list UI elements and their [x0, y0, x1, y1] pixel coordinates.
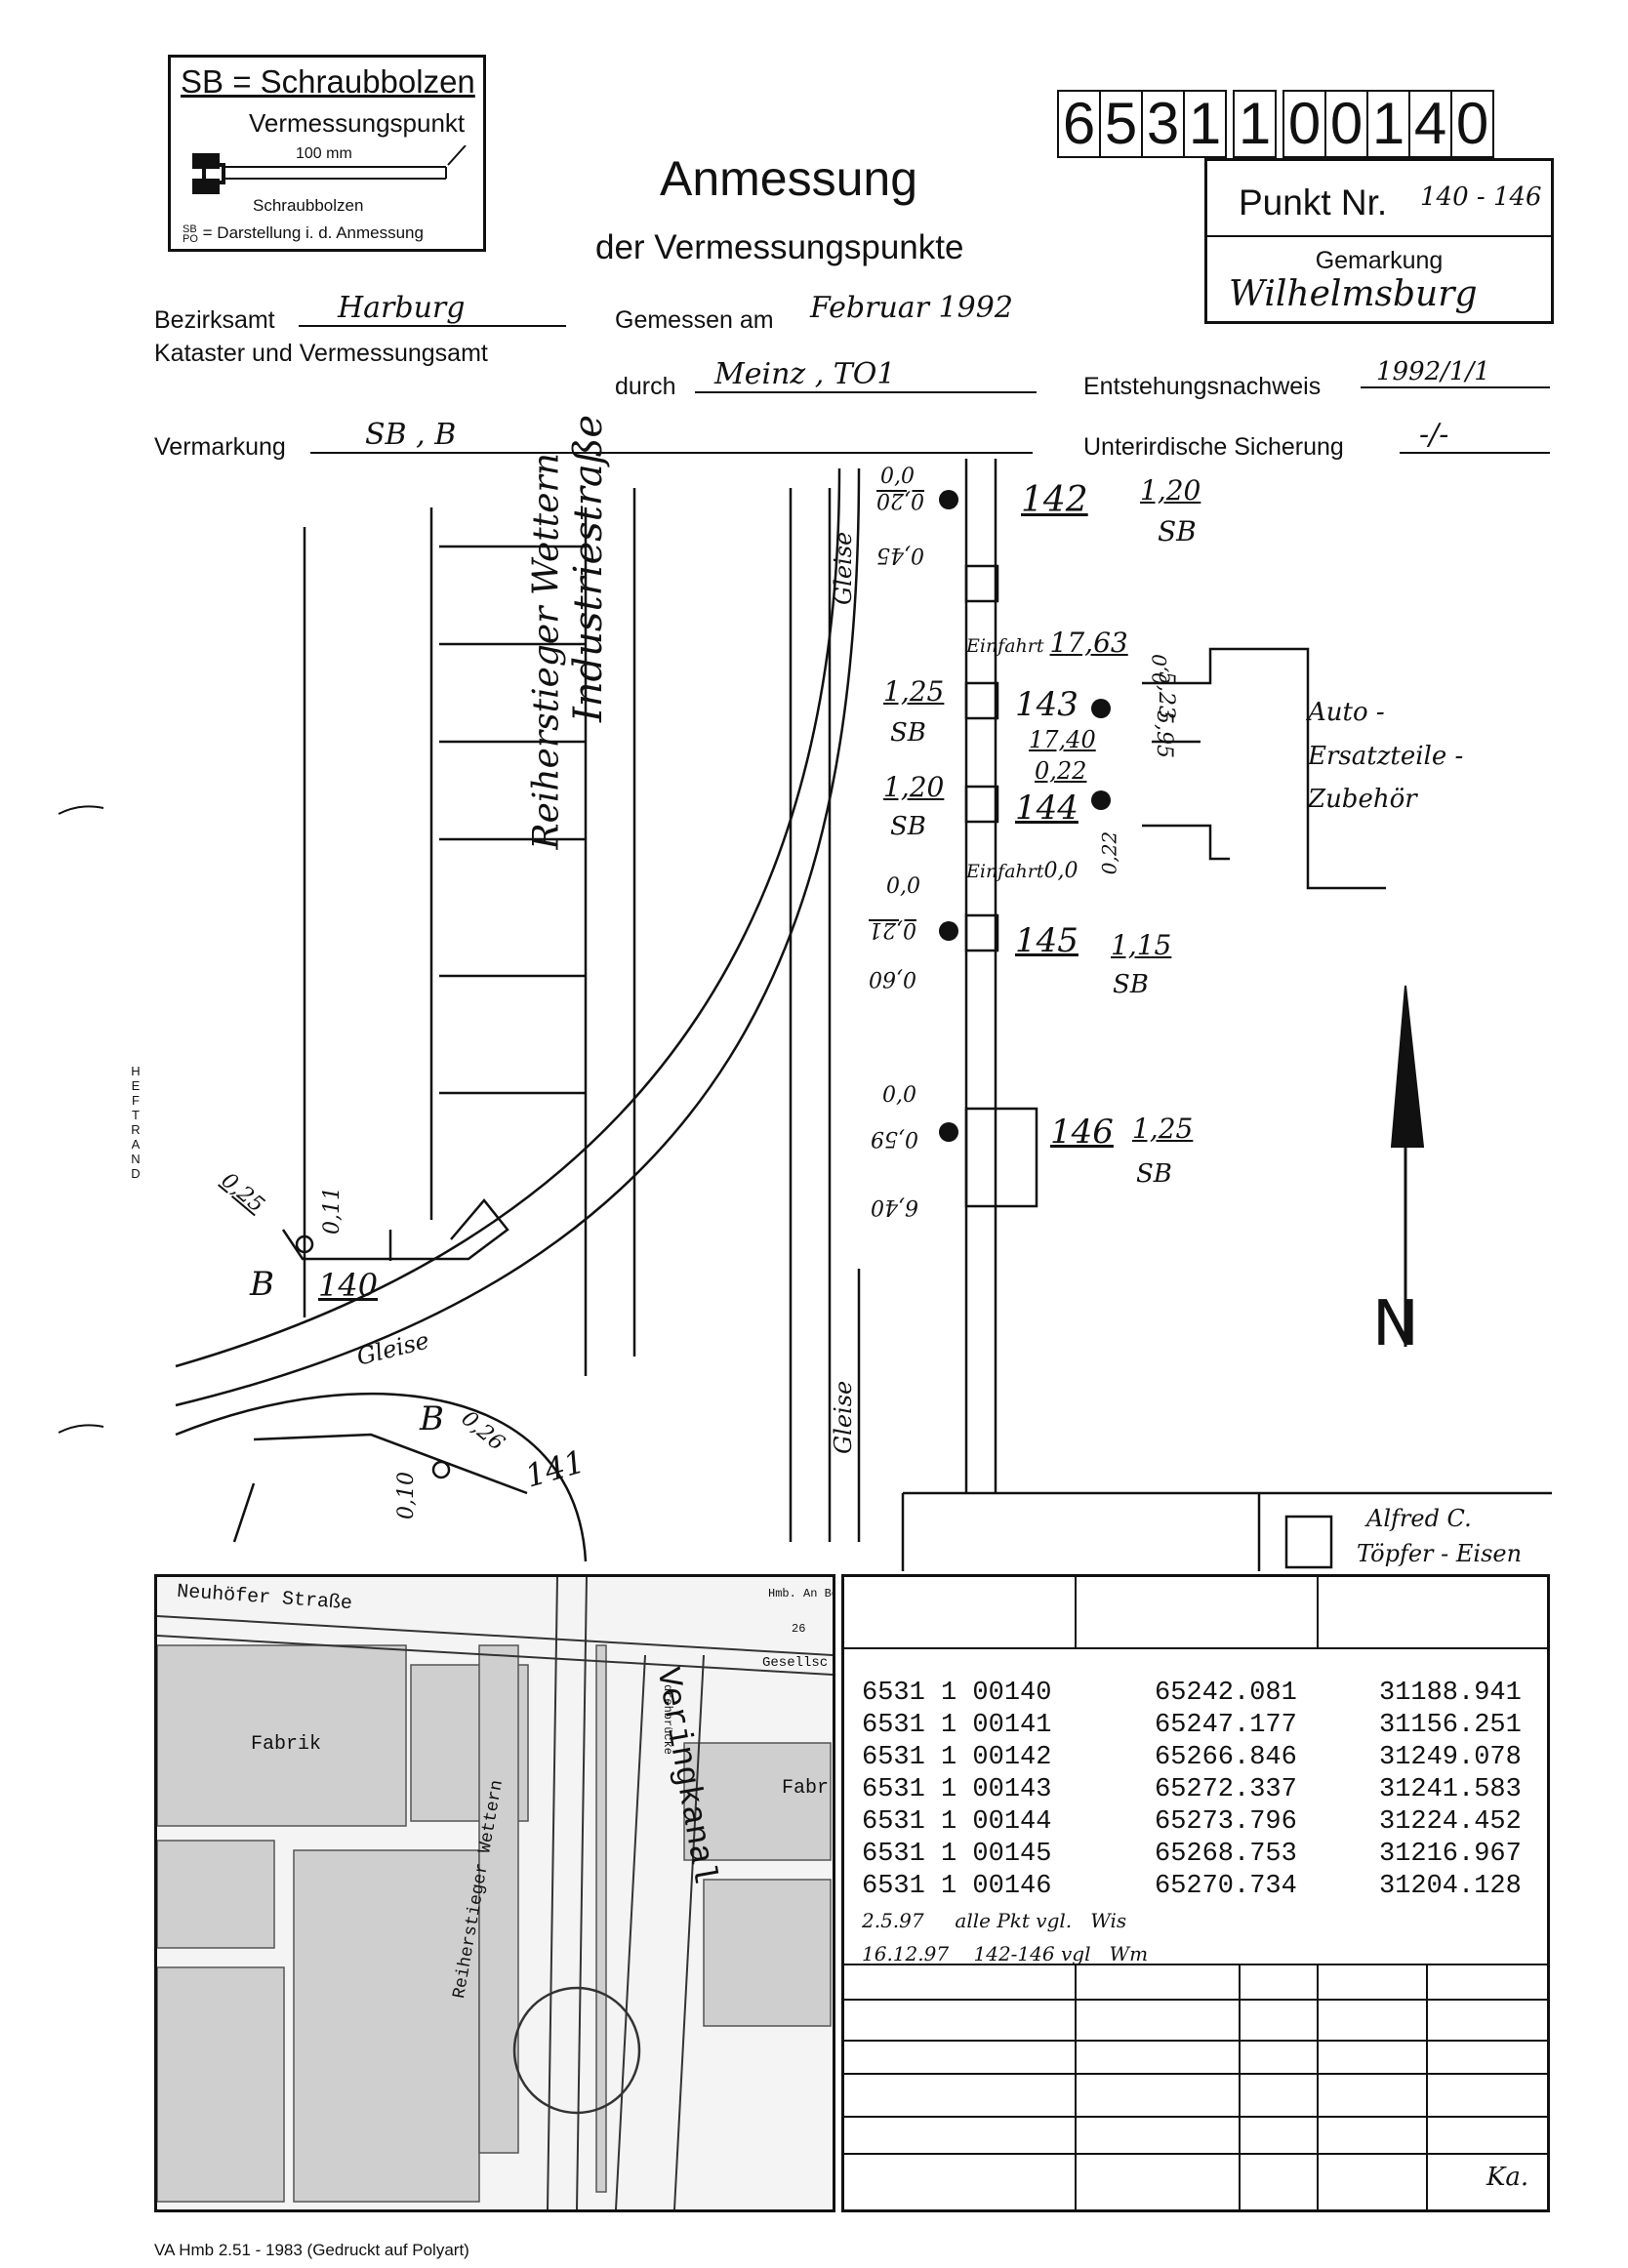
- vermarkung-value: SB , B: [310, 418, 1033, 454]
- alfred-label: Alfred C.: [1366, 1505, 1472, 1532]
- map-label: 26: [792, 1622, 806, 1636]
- durch-label: durch: [615, 373, 676, 400]
- gemessen-value: Februar 1992: [810, 291, 1013, 325]
- point-143-mark: SB: [890, 718, 926, 748]
- map-label: Fabr: [782, 1777, 830, 1800]
- point-144-dist: 1,20: [883, 771, 945, 803]
- map-label: Hmb. An Besch: [768, 1587, 833, 1600]
- heftrand-label: HEFTRAND: [131, 1064, 141, 1181]
- einfahrt-2: Einfahrt0,0: [966, 859, 1079, 883]
- point-142-mark: SB: [1158, 515, 1197, 547]
- measure: 0,60: [869, 966, 916, 991]
- kataster-label: Kataster und Vermessungsamt: [154, 340, 488, 367]
- point-number-boxes: 6 5 3 1 1 0 0 1 4 0: [1057, 90, 1494, 158]
- measure: 0,11: [319, 1187, 345, 1235]
- measure: 6,40: [871, 1195, 918, 1219]
- map-label: drehbrücke: [661, 1684, 674, 1756]
- legend-bolt-label: Schraubbolzen: [253, 196, 364, 215]
- measure: 0,0: [886, 874, 920, 899]
- map-graphic: [157, 1577, 833, 2209]
- measure: 0,22: [1097, 830, 1121, 875]
- point-145-mark: SB: [1113, 970, 1149, 999]
- measure: 17,40: [1029, 726, 1096, 753]
- legend-subtitle: Vermessungspunkt: [249, 108, 466, 138]
- point-143-dist: 1,25: [883, 675, 945, 708]
- bezirksamt-label: Bezirksamt: [154, 306, 275, 334]
- point-140-nr: 140: [318, 1267, 379, 1304]
- digit-box: 1: [1233, 90, 1277, 158]
- footer-text: VA Hmb 2.51 - 1983 (Gedruckt auf Polyart…: [154, 2241, 469, 2259]
- legend-box: SB = Schraubbolzen Vermessungspunkt 100 …: [168, 55, 486, 252]
- entstehung-label: Entstehungsnachweis: [1083, 373, 1322, 400]
- legend-length: 100 mm: [296, 145, 352, 162]
- punkt-value: 140 - 146: [1420, 182, 1542, 212]
- point-142-nr: 142: [1021, 480, 1088, 520]
- measure: 0,10: [393, 1472, 419, 1519]
- unterirdisch-label: Unterirdische Sicherung: [1083, 433, 1344, 461]
- location-map: Neuhöfer Straße Fabrik Fabr Reiherstiege…: [154, 1574, 835, 2212]
- auto-label: Auto -: [1308, 698, 1385, 727]
- vermarkung-label: Vermarkung: [154, 433, 286, 461]
- digit-box: 1: [1183, 90, 1227, 158]
- page-subtitle: der Vermessungspunkte: [595, 228, 964, 266]
- signature: Ka.: [1486, 2163, 1529, 2192]
- map-label: Fabrik: [251, 1733, 322, 1756]
- page-title: Anmessung: [660, 151, 918, 206]
- entstehung-value: 1992/1/1: [1361, 357, 1550, 388]
- gemarkung-label: Gemarkung: [1315, 247, 1444, 274]
- measure: 0,20: [876, 488, 924, 512]
- punkt-label: Punkt Nr.: [1239, 182, 1388, 223]
- note-row: 16.12.97 142-146 vgl Wm: [862, 1942, 1149, 1965]
- measure: 0,45: [876, 543, 924, 567]
- einfahrt-1: Einfahrt 17,63: [966, 627, 1128, 659]
- durch-value: Meinz , TO1: [695, 357, 1037, 393]
- auto-label-2: Ersatzteile -: [1308, 742, 1464, 771]
- measure: 0,0: [880, 465, 915, 489]
- point-144-nr: 144: [1015, 789, 1079, 828]
- industrie-label: Industriestraße: [566, 414, 611, 722]
- unterirdisch-value: -/-: [1400, 418, 1550, 454]
- point-146-nr: 146: [1050, 1113, 1114, 1152]
- point-145-nr: 145: [1015, 921, 1079, 960]
- point-146-mark: SB: [1136, 1159, 1172, 1189]
- point-146-dist: 1,25: [1132, 1113, 1194, 1145]
- bolt-symbol-icon: [192, 145, 467, 194]
- map-label: Gesellsc: [762, 1655, 829, 1671]
- point-140-mark: B: [250, 1265, 274, 1304]
- point-144-mark: SB: [890, 812, 926, 841]
- punkt-box: Punkt Nr. 140 - 146 Gemarkung Wilhelmsbu…: [1204, 158, 1554, 324]
- digit-box: 0: [1282, 90, 1326, 158]
- north-label: N: [1372, 1288, 1419, 1360]
- gemessen-label: Gemessen am: [615, 306, 774, 334]
- measure: 0,0: [882, 1083, 916, 1108]
- digit-box: 0: [1450, 90, 1494, 158]
- point-142-dist: 1,20: [1140, 474, 1201, 506]
- alfred-label-2: Töpfer - Eisen: [1357, 1540, 1523, 1567]
- point-143-nr: 143: [1015, 685, 1079, 724]
- reiherstieger-label: Reiherstieger Wettern: [526, 453, 567, 850]
- measure: 0,59: [871, 1126, 918, 1151]
- point-141-mark: B: [420, 1399, 444, 1438]
- gleise-top-label: Gleise: [830, 531, 857, 605]
- gemarkung-value: Wilhelmsburg: [1229, 274, 1478, 314]
- survey-sketch: [58, 459, 1552, 1571]
- bezirksamt-value: Harburg: [299, 291, 566, 327]
- gleise-bottom-label: Gleise: [830, 1380, 857, 1454]
- note-row: 2.5.97 alle Pkt vgl. Wis: [862, 1909, 1127, 1932]
- point-145-dist: 1,15: [1111, 929, 1172, 961]
- auto-label-3: Zubehör: [1308, 785, 1417, 814]
- measure: 0,21: [869, 917, 916, 942]
- measure: 0,22: [1035, 757, 1087, 785]
- digit-box: 6: [1057, 90, 1101, 158]
- measure: 0,0: [1147, 654, 1171, 685]
- legend-title: SB = Schraubbolzen: [181, 63, 475, 100]
